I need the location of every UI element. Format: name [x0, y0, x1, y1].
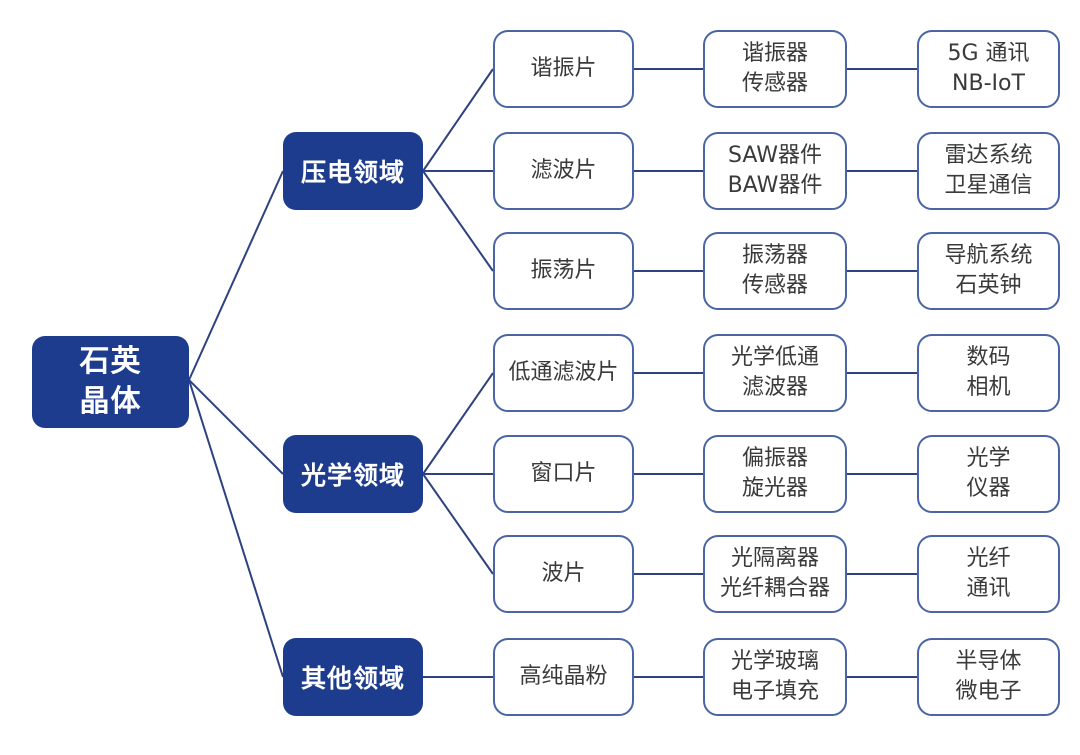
application-box-row6: 光纤 通讯: [917, 535, 1060, 613]
category-optical: 光学领域: [283, 435, 423, 513]
device-box-row3: 振荡器 传感器: [703, 232, 847, 310]
application-box-row7: 半导体 微电子: [917, 638, 1060, 716]
component-box-row1: 谐振片: [493, 30, 634, 108]
category-piezoelectric: 压电领域: [283, 132, 423, 210]
component-box-row3: 振荡片: [493, 232, 634, 310]
connector-root-piezo: [188, 170, 284, 381]
application-box-row4: 数码 相机: [917, 334, 1060, 412]
device-box-row5: 偏振器 旋光器: [703, 435, 847, 513]
connector-root-other: [188, 379, 284, 678]
connector-optical-row4: [422, 372, 494, 475]
root-node: 石英 晶体: [32, 336, 189, 428]
component-box-row5: 窗口片: [493, 435, 634, 513]
component-box-row6: 波片: [493, 535, 634, 613]
component-box-row4: 低通滤波片: [493, 334, 634, 412]
application-box-row2: 雷达系统 卫星通信: [917, 132, 1060, 210]
connector-optical-row6: [422, 473, 494, 575]
connector-piezo-row1: [422, 68, 494, 172]
connector-root-optical: [188, 379, 284, 475]
device-box-row1: 谐振器 传感器: [703, 30, 847, 108]
device-box-row7: 光学玻璃 电子填充: [703, 638, 847, 716]
device-box-row2: SAW器件 BAW器件: [703, 132, 847, 210]
device-box-row6: 光隔离器 光纤耦合器: [703, 535, 847, 613]
device-box-row4: 光学低通 滤波器: [703, 334, 847, 412]
application-box-row3: 导航系统 石英钟: [917, 232, 1060, 310]
component-box-row2: 滤波片: [493, 132, 634, 210]
category-other: 其他领域: [283, 638, 423, 716]
application-box-row1: 5G 通讯 NB-IoT: [917, 30, 1060, 108]
application-box-row5: 光学 仪器: [917, 435, 1060, 513]
component-box-row7: 高纯晶粉: [493, 638, 634, 716]
connector-piezo-row3: [422, 170, 494, 272]
